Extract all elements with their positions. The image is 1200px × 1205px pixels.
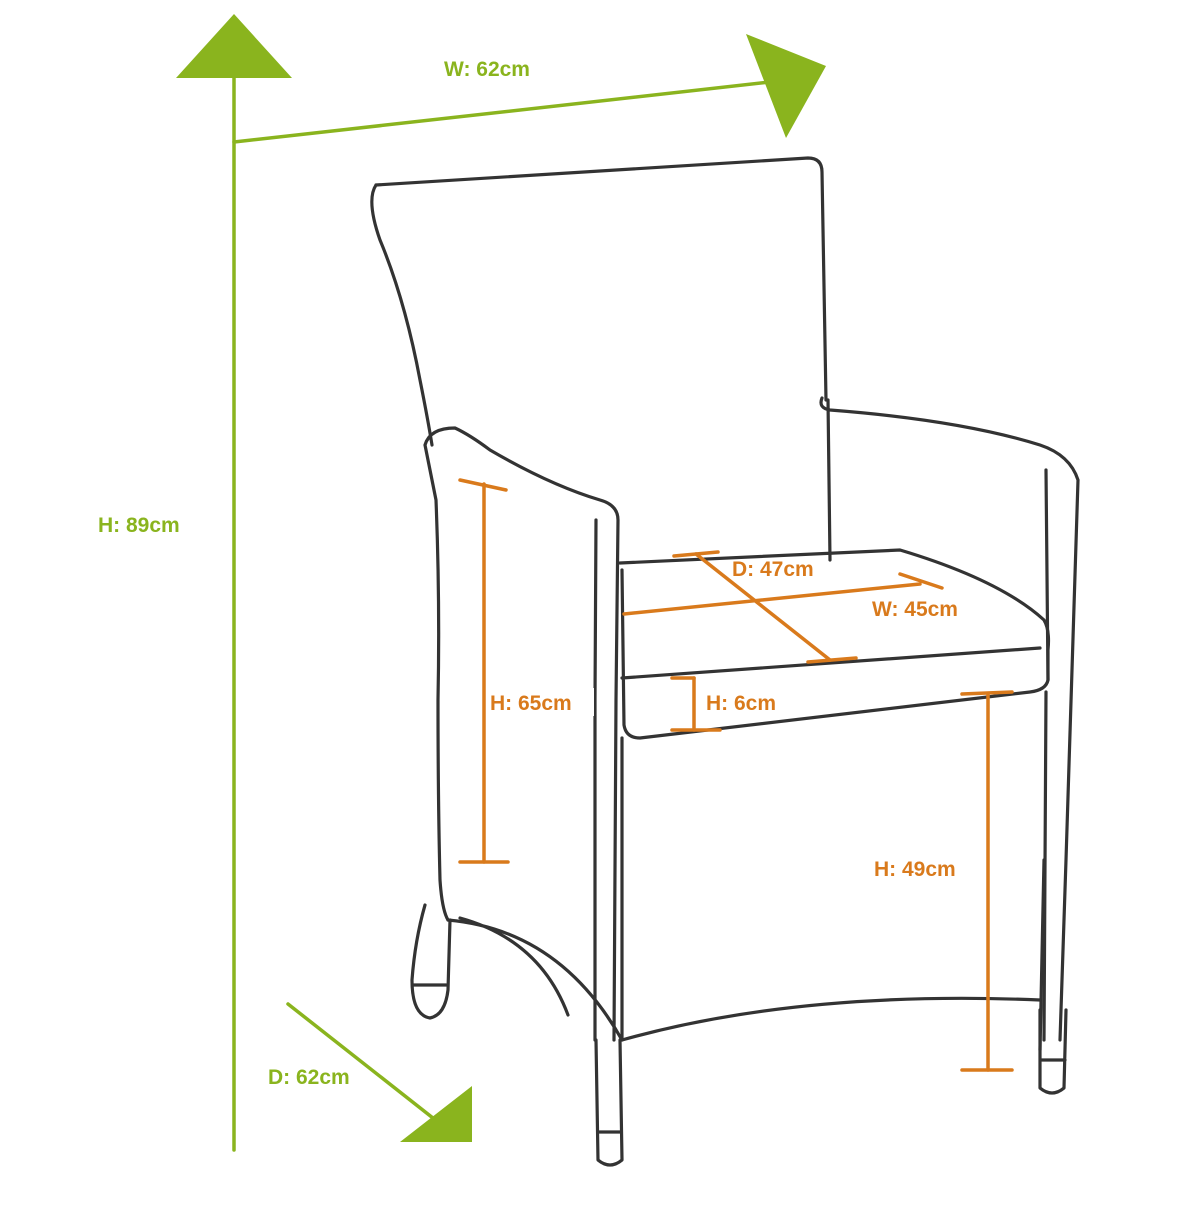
chair-outline	[370, 156, 1080, 1167]
arm-height-tick-top	[458, 478, 508, 492]
seat-dimensions: D: 47cm W: 45cm H: 65cm H: 6cm H: 49cm	[458, 478, 1014, 1072]
overall-width-label: W: 62cm	[444, 58, 530, 81]
chair-backrest	[370, 156, 832, 562]
depth-dimension-line	[286, 1002, 440, 1124]
seat-depth-line	[694, 552, 832, 662]
seat-height-label: H: 49cm	[874, 858, 956, 881]
chair-left-armrest	[423, 426, 620, 1042]
chair-back-left-leg	[410, 903, 452, 1020]
chair-front-right-leg	[1038, 1008, 1068, 1095]
depth-arrow-icon	[400, 1086, 472, 1142]
cushion-height-label: H: 6cm	[706, 692, 776, 715]
seat-depth-tick-bottom	[806, 656, 858, 664]
width-arrow-icon	[746, 34, 826, 138]
seat-width-tick-right	[898, 572, 944, 590]
chair-front-left-leg	[594, 1038, 624, 1167]
height-arrow-icon	[176, 14, 292, 78]
arm-height-label: H: 65cm	[490, 692, 572, 715]
overall-depth-label: D: 62cm	[268, 1066, 350, 1089]
width-dimension-line	[232, 78, 790, 144]
chair-seat-apron	[620, 690, 1048, 1042]
overall-height-label: H: 89cm	[98, 514, 180, 537]
seat-height-tick-top	[960, 690, 1014, 696]
seat-depth-tick-top	[672, 550, 720, 558]
chair-bottom-curve	[446, 916, 1042, 1042]
seat-width-label: W: 45cm	[872, 598, 958, 621]
chair-right-armrest	[819, 396, 1080, 1052]
seat-width-line	[622, 582, 922, 616]
overall-dimensions: W: 62cm H: 89cm D: 62cm	[98, 14, 826, 1152]
chair-seat-cushion	[618, 548, 1051, 740]
seat-depth-label: D: 47cm	[732, 558, 814, 581]
